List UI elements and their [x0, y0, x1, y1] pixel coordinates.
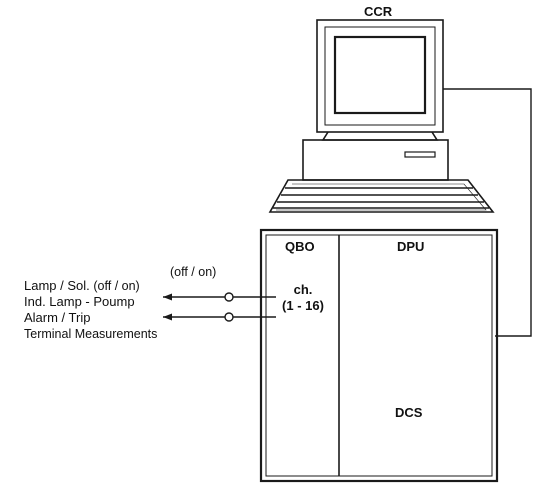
- cabinet: [259, 228, 499, 483]
- monitor-screen: [333, 35, 427, 115]
- arrow-head-upper: [163, 293, 172, 301]
- lamp-sol-text: Lamp / Sol.: [24, 278, 90, 293]
- ccr-label: CCR: [364, 4, 393, 19]
- base-unit-body: [302, 139, 449, 181]
- monitor-stand: [321, 131, 439, 141]
- dpu-label: DPU: [397, 239, 425, 254]
- computer-base: [302, 139, 449, 181]
- channel-label-line1: ch.: [293, 282, 313, 297]
- terminal-lower: [224, 312, 234, 322]
- arrow-head-lower: [163, 313, 172, 321]
- cabinet-outer: [259, 228, 499, 483]
- connecting-cable: [443, 88, 532, 337]
- channel-label-line2: (1 - 16): [282, 298, 324, 313]
- keyboard-inner: [276, 183, 487, 211]
- monitor-inner-bezel: [324, 26, 436, 126]
- keyboard-outline: [268, 179, 495, 213]
- cabinet-inner: [265, 234, 493, 477]
- off-on-top-label: (off / on): [170, 265, 217, 279]
- lamp-sol-state: (off / on): [93, 279, 140, 293]
- terminal-upper: [224, 292, 234, 302]
- dcs-label: DCS: [395, 405, 423, 420]
- drive-slot: [404, 151, 436, 158]
- terminal-measurements-label: Terminal Measurements: [24, 327, 158, 341]
- qbo-label: QBO: [285, 239, 315, 254]
- alarm-trip-label: Alarm / Trip: [24, 310, 91, 325]
- monitor: [316, 19, 444, 141]
- monitor-outer-frame: [316, 19, 444, 133]
- signal-lines: [163, 292, 276, 322]
- keyboard: [268, 179, 495, 213]
- ind-lamp-label: Ind. Lamp - Poump: [24, 294, 135, 309]
- lamp-sol-label: Lamp / Sol. (off / on): [24, 279, 140, 293]
